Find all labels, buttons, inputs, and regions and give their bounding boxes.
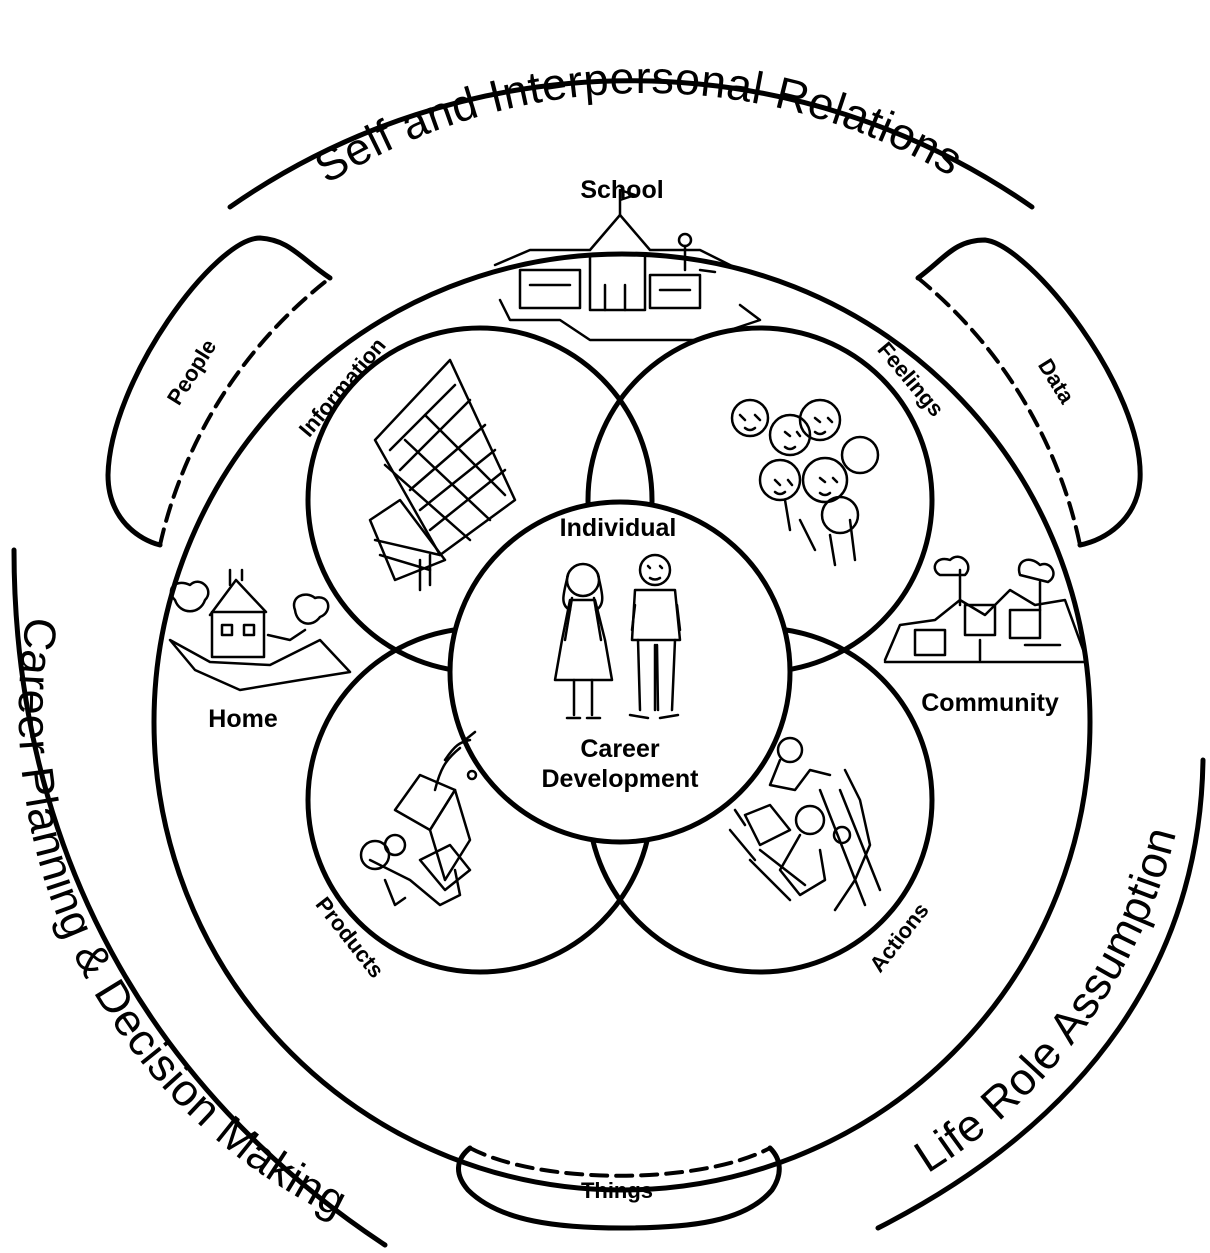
label-home: Home: [208, 705, 278, 733]
tab-data-outline: [915, 237, 1143, 548]
tab-things-outline: [456, 1145, 782, 1231]
handmade-products-icon: [359, 730, 478, 907]
label-people: People: [162, 335, 221, 409]
faces-group-icon: [730, 398, 880, 567]
label-life-role: Life Role Assumption: [905, 822, 1186, 1183]
tab-things: [456, 1145, 782, 1231]
tab-people-outline: [105, 235, 333, 548]
label-things: Things: [581, 1178, 653, 1203]
label-development: Development: [542, 765, 700, 793]
outer-arc-top: [227, 78, 1035, 210]
community-town-icon: [883, 555, 1087, 664]
outer-arc-right: [875, 757, 1206, 1231]
map-papers-icon: [368, 358, 517, 592]
label-career: Career: [580, 735, 659, 763]
house-icon: [168, 568, 352, 692]
label-data: Data: [1033, 354, 1080, 408]
tab-things-dash: [468, 1146, 772, 1178]
label-career-planning: Career Planning & Decision Making: [9, 614, 356, 1227]
tab-data-dash: [916, 276, 1082, 547]
outer-arcs: [11, 78, 1206, 1248]
label-individual: Individual: [560, 514, 677, 542]
tab-people: [105, 235, 333, 548]
label-community: Community: [921, 689, 1059, 717]
center-circle: [447, 499, 793, 845]
outer-arc-left: [11, 547, 388, 1248]
label-self-interpersonal: Self and Interpersonal Relations: [306, 52, 972, 193]
tab-data: [915, 237, 1143, 548]
children-playing-icon: [728, 736, 882, 912]
label-actions: Actions: [864, 898, 933, 977]
school-building-icon: [493, 188, 762, 342]
tab-people-dash: [158, 276, 332, 547]
girl-and-boy-icon: [553, 553, 682, 720]
label-school: School: [580, 176, 663, 204]
